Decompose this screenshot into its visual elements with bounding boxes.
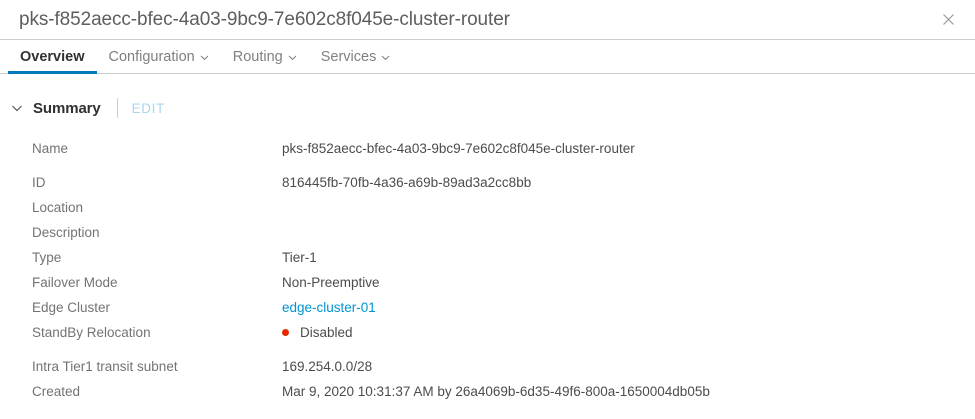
detail-row-edge-cluster: Edge Cluster edge-cluster-01 <box>0 295 975 320</box>
detail-value: 816445fb-70fb-4a36-a69b-89ad3a2cc8bb <box>282 175 532 190</box>
detail-label: Created <box>32 384 81 399</box>
tab-routing[interactable]: Routing <box>221 40 309 73</box>
chevron-down-icon <box>288 53 297 62</box>
detail-label: StandBy Relocation <box>32 325 151 340</box>
detail-row-location: Location <box>0 195 975 220</box>
detail-value-status: Disabled <box>282 325 353 340</box>
chevron-down-icon <box>200 53 209 62</box>
tab-configuration-label: Configuration <box>108 48 195 65</box>
detail-value: Tier-1 <box>282 250 317 265</box>
detail-value: 169.254.0.0/28 <box>282 359 373 374</box>
tab-bar: Overview Configuration Routing Services <box>0 40 975 74</box>
detail-value: Mar 9, 2020 10:31:37 AM by 26a4069b-6d35… <box>282 384 710 399</box>
detail-row-created: Created Mar 9, 2020 10:31:37 AM by 26a40… <box>0 379 975 404</box>
summary-title: Summary <box>33 99 101 117</box>
tab-services[interactable]: Services <box>309 40 403 73</box>
chevron-down-icon <box>381 53 390 62</box>
tab-routing-label: Routing <box>232 48 283 65</box>
detail-label: ID <box>32 175 46 190</box>
summary-details: Name pks-f852aecc-bfec-4a03-9bc9-7e602c8… <box>0 136 975 404</box>
detail-row-type: Type Tier-1 <box>0 245 975 270</box>
panel-titlebar: pks-f852aecc-bfec-4a03-9bc9-7e602c8f045e… <box>0 0 975 40</box>
edge-cluster-link[interactable]: edge-cluster-01 <box>282 300 376 315</box>
header-divider <box>116 98 118 118</box>
status-dot-icon <box>282 329 289 336</box>
status-badge: Disabled <box>300 325 353 340</box>
detail-label: Failover Mode <box>32 275 118 290</box>
detail-label: Name <box>32 141 69 156</box>
detail-label: Type <box>32 250 62 265</box>
tab-overview-label: Overview <box>20 48 85 65</box>
edit-button[interactable]: EDIT <box>131 100 165 116</box>
tab-configuration[interactable]: Configuration <box>97 40 221 73</box>
detail-row-name: Name pks-f852aecc-bfec-4a03-9bc9-7e602c8… <box>0 136 975 161</box>
detail-row-intra-tier1-transit-subnet: Intra Tier1 transit subnet 169.254.0.0/2… <box>0 354 975 379</box>
chevron-down-icon[interactable] <box>10 101 24 115</box>
summary-section-header: Summary EDIT <box>0 94 975 122</box>
detail-value: pks-f852aecc-bfec-4a03-9bc9-7e602c8f045e… <box>282 141 635 156</box>
detail-row-id: ID 816445fb-70fb-4a36-a69b-89ad3a2cc8bb <box>0 170 975 195</box>
detail-row-failover-mode: Failover Mode Non-Preemptive <box>0 270 975 295</box>
detail-label: Intra Tier1 transit subnet <box>32 359 178 374</box>
detail-label: Description <box>32 225 100 240</box>
detail-label: Edge Cluster <box>32 300 111 315</box>
tab-overview[interactable]: Overview <box>8 40 97 74</box>
page-title: pks-f852aecc-bfec-4a03-9bc9-7e602c8f045e… <box>19 8 510 30</box>
detail-label: Location <box>32 200 84 215</box>
tab-services-label: Services <box>320 48 377 65</box>
detail-value: Non-Preemptive <box>282 275 380 290</box>
close-icon[interactable] <box>939 11 957 29</box>
detail-row-standby-relocation: StandBy Relocation Disabled <box>0 320 975 345</box>
detail-row-description: Description <box>0 220 975 245</box>
